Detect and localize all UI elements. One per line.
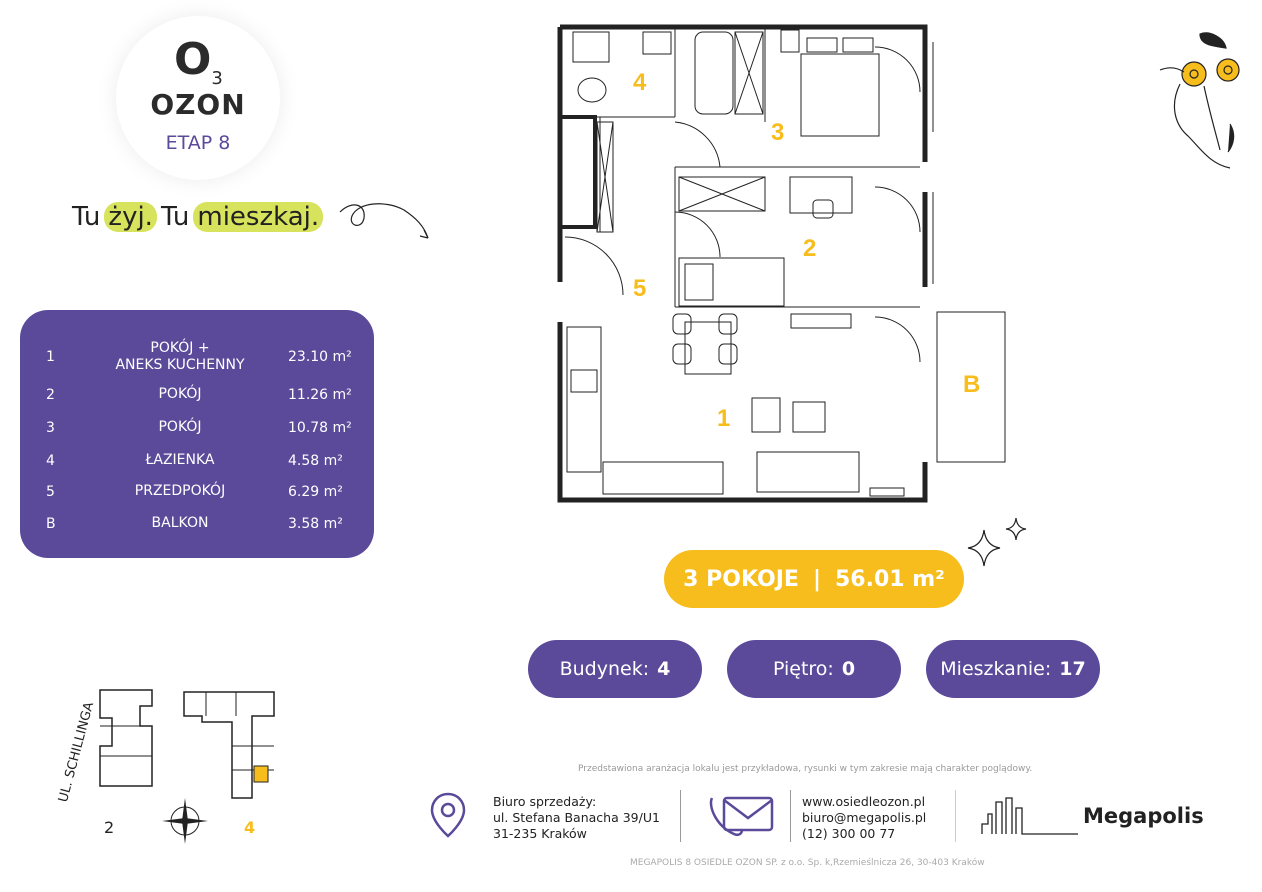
table-row: 2 POKÓJ 11.26 m² [46, 386, 352, 403]
email-link[interactable]: biuro@megapolis.pl [802, 810, 927, 825]
sparkle-icon [967, 517, 1027, 567]
building-badge: Budynek:4 [528, 640, 702, 698]
slogan: Tu żyj. Tu mieszkaj. [72, 202, 324, 232]
room-label-3: 3 [771, 119, 784, 146]
arrow-doodle-icon [339, 203, 429, 239]
table-row: 5 PRZEDPOKÓJ 6.29 m² [46, 483, 343, 500]
apartment-summary: 3 POKOJE | 56.01 m² [664, 550, 964, 608]
slogan-word: Tu [160, 202, 190, 232]
envelope-phone-icon [709, 796, 774, 837]
contact-info: www.osiedleozon.pl biuro@megapolis.pl (1… [802, 794, 926, 842]
room-label-1: 1 [717, 405, 730, 432]
divider [790, 790, 791, 842]
brand-logo: Megapolis [1083, 804, 1204, 828]
binoculars-character-icon [1159, 32, 1240, 169]
room-label-2: 2 [803, 235, 816, 262]
balcony-label: B [963, 371, 980, 398]
logo-badge [116, 16, 280, 180]
slogan-highlight: mieszkaj. [193, 202, 324, 232]
location-pin-icon [430, 792, 466, 838]
floor-badge: Piętro:0 [727, 640, 901, 698]
table-row: B BALKON 3.58 m² [46, 515, 343, 532]
skyline-icon [981, 797, 1078, 835]
site-map [99, 689, 275, 799]
divider [680, 790, 681, 842]
rooms-table: 1 POKÓJ +ANEKS KUCHENNY 23.10 m² 2 POKÓJ… [20, 310, 374, 558]
table-row: 3 POKÓJ 10.78 m² [46, 419, 352, 436]
logo-mark: O3 [174, 34, 223, 89]
divider [955, 790, 956, 842]
compass-icon [162, 798, 208, 844]
website-link[interactable]: www.osiedleozon.pl [802, 794, 926, 809]
building-label-4: 4 [244, 818, 256, 837]
company-info: MEGAPOLIS 8 OSIEDLE OZON SP. z o.o. Sp. … [630, 858, 985, 868]
room-label-5: 5 [633, 275, 646, 302]
slogan-highlight: żyj. [104, 202, 157, 232]
slogan-word: Tu [72, 202, 101, 232]
phone-number: (12) 300 00 77 [802, 826, 896, 841]
sales-office: Biuro sprzedaży: ul. Stefana Banacha 39/… [493, 794, 660, 841]
logo-name: OZON [150, 88, 246, 121]
disclaimer: Przedstawiona aranżacja lokalu jest przy… [578, 764, 1033, 774]
table-row: 1 POKÓJ +ANEKS KUCHENNY 23.10 m² [46, 340, 352, 373]
building-label-2: 2 [104, 818, 115, 837]
room-label-4: 4 [633, 69, 647, 96]
floor-plan: 4 3 2 5 1 B [557, 24, 1006, 503]
table-row: 4 ŁAZIENKA 4.58 m² [46, 452, 343, 469]
logo-stage: ETAP 8 [165, 132, 231, 154]
apartment-badge: Mieszkanie:17 [926, 640, 1100, 698]
